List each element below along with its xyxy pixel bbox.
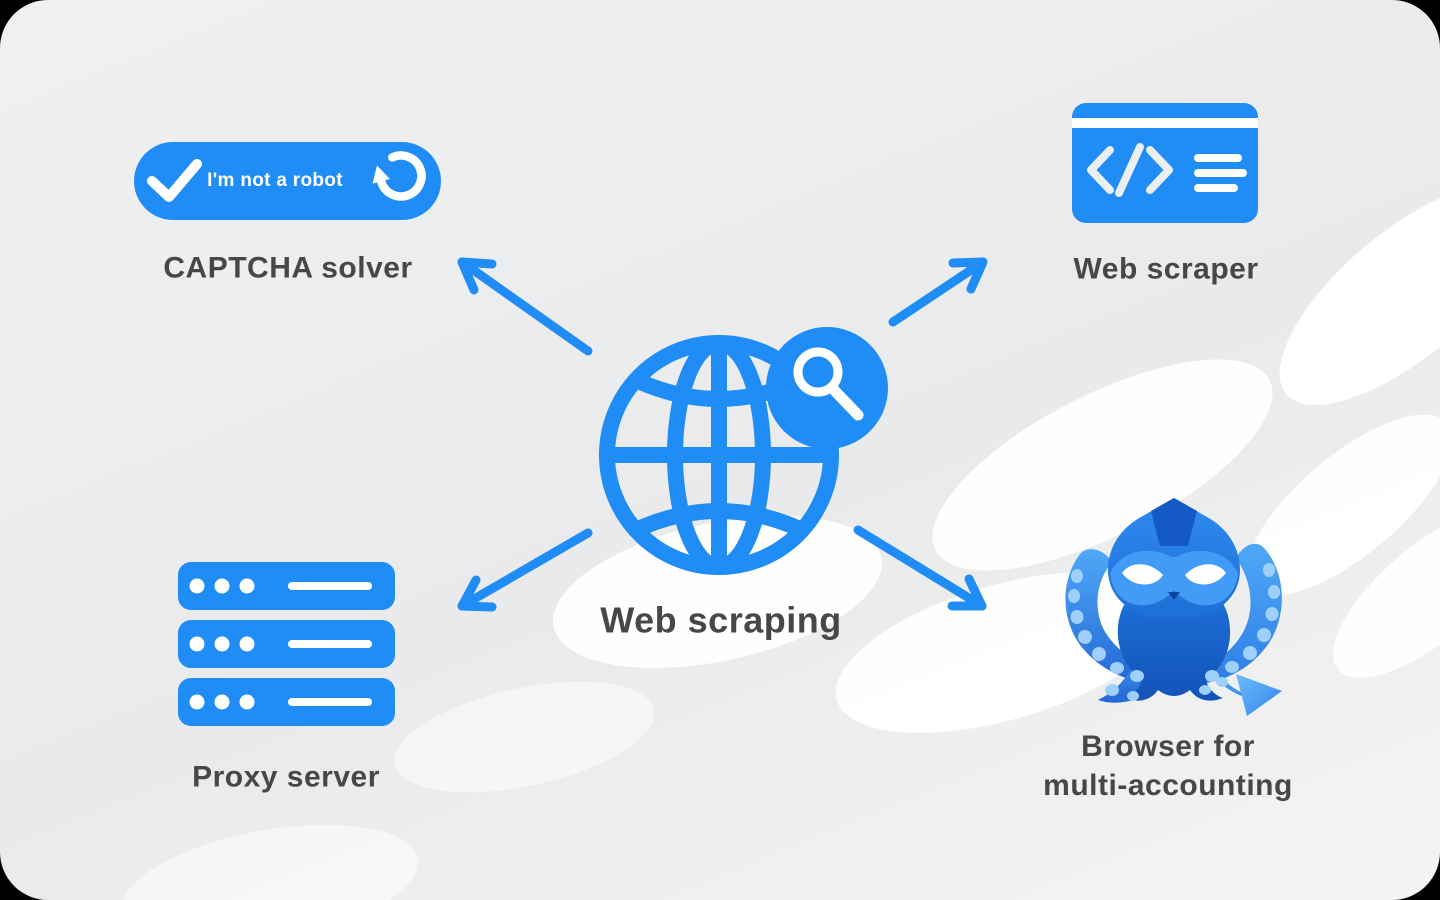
proxy-server-label: Proxy server <box>192 760 380 794</box>
web-scraping-title: Web scraping <box>600 599 842 641</box>
arrow-to-proxy-server <box>457 528 593 612</box>
browser-titlebar-divider <box>1072 118 1258 128</box>
server-unit <box>178 678 395 726</box>
captcha-button-label: I'm not a robot <box>207 170 343 191</box>
code-brackets-icon <box>1087 143 1173 197</box>
captcha-checkbox-button[interactable]: I'm not a robot <box>134 142 441 220</box>
web-scraper-label: Web scraper <box>1073 252 1259 286</box>
tentacle-suckers <box>1068 563 1280 701</box>
server-stack-icon <box>178 562 395 726</box>
search-icon <box>766 327 888 449</box>
arrow-to-captcha <box>457 257 593 356</box>
code-browser-window-icon <box>1072 103 1258 223</box>
browser-label-line1: Browser for <box>1081 730 1255 763</box>
check-icon <box>147 159 202 202</box>
captcha-solver-label: CAPTCHA solver <box>163 251 413 285</box>
arrow-to-web-scraper <box>888 257 988 327</box>
octopus-icon <box>1065 498 1282 716</box>
text-lines-icon <box>1194 154 1247 192</box>
captcha-button-icons <box>147 151 426 202</box>
server-unit <box>178 620 395 668</box>
refresh-icon <box>372 151 426 201</box>
browser-label: Browser for multi-accounting <box>1043 727 1293 805</box>
browser-label-line2: multi-accounting <box>1043 769 1293 802</box>
server-unit <box>178 562 395 610</box>
arrow-to-browser <box>853 525 987 611</box>
